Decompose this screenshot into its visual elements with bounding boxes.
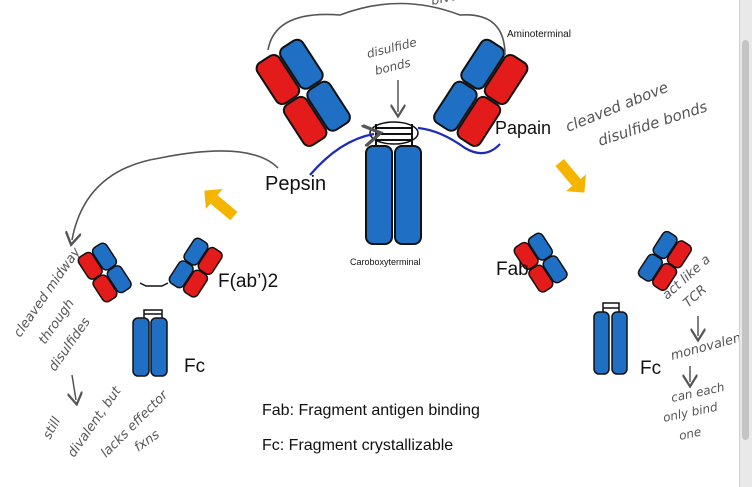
left-fab-arm xyxy=(255,38,351,147)
note-bivalent: bivalent xyxy=(430,0,485,9)
note-right-4: can each xyxy=(670,380,726,405)
papain-arrow xyxy=(417,126,501,155)
bivalent-bracket xyxy=(267,2,506,56)
note-left-4: still xyxy=(40,414,64,441)
hinge-disulfide-bonds xyxy=(369,121,419,145)
label-caroboxyterminal: Caroboxyterminal xyxy=(350,257,421,267)
label-pepsin: Pepsin xyxy=(265,173,326,195)
label-fab2: F(ab’)2 xyxy=(218,271,278,292)
note-disulfide-1: disulfide xyxy=(365,35,418,61)
pepsin-arrow xyxy=(309,134,374,176)
fab2-fragment xyxy=(77,237,223,303)
orange-arrow-left xyxy=(204,189,238,221)
right-fc-fragment xyxy=(593,302,628,375)
note-right-5: only bind xyxy=(662,400,719,425)
label-papain: Papain xyxy=(495,118,551,138)
pepsin-to-fab2-curve xyxy=(72,150,279,240)
legend-fc-line: Fc: Fragment crystallizable xyxy=(262,437,453,454)
legend-fab-line: Fab: Fragment antigen binding xyxy=(262,402,480,419)
label-fc-left: Fc xyxy=(184,356,205,377)
central-fc xyxy=(365,145,422,245)
vertical-scrollbar[interactable] xyxy=(739,0,752,487)
fab-fragment-left xyxy=(513,232,568,293)
label-fc-right: Fc xyxy=(640,358,661,379)
left-fc-fragment xyxy=(132,309,168,377)
right-fab-arm xyxy=(433,38,529,147)
left-note-arrow xyxy=(72,374,76,400)
label-fab: Fab xyxy=(496,259,529,280)
scrollbar-thumb[interactable] xyxy=(742,40,749,440)
fab-fragment-right xyxy=(637,230,692,292)
orange-arrow-right xyxy=(555,158,586,193)
label-aminoterminal: Aminoterminal xyxy=(507,29,571,40)
note-right-6: one xyxy=(678,425,703,443)
note-right-3: monovalent xyxy=(669,329,749,364)
note-disulfide-2: bonds xyxy=(373,56,412,78)
